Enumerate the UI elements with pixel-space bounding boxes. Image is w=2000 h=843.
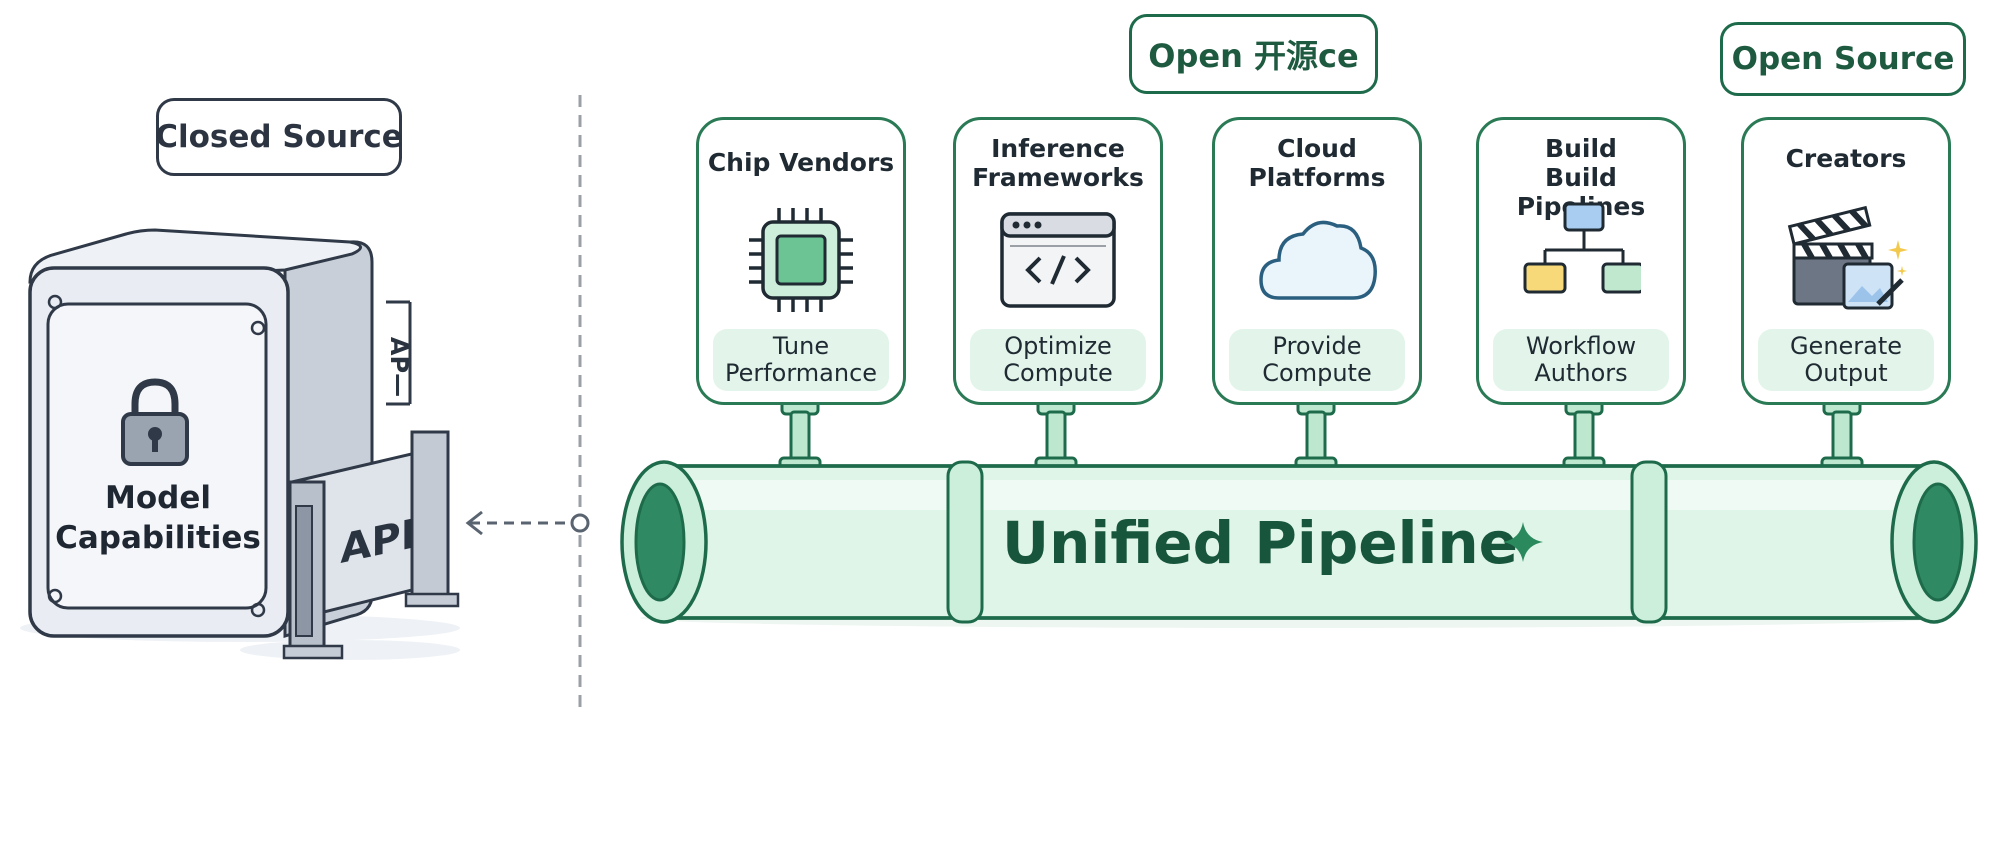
card-role: Optimize Compute	[970, 329, 1146, 391]
card-inference-frameworks: Inference Frameworks Optimize Compute	[953, 117, 1163, 405]
pipeline-label: Unified Pipeline	[1002, 509, 1518, 577]
card-role: Tune Performance	[713, 329, 889, 391]
sparkle-icon	[1503, 522, 1543, 562]
open-source-label-garbled: Open 开源ce	[1129, 14, 1378, 94]
card-title: Inference Frameworks	[972, 134, 1144, 192]
clapperboard-icon	[1787, 205, 1908, 310]
card-title: Creators	[1785, 144, 1907, 173]
cloud-icon	[1259, 220, 1377, 300]
model-capabilities-label: Model Capabilities	[55, 480, 261, 556]
open-source-label: Open Source	[1720, 22, 1966, 96]
lock-icon	[121, 378, 189, 466]
card-title: Cloud Platforms	[1248, 134, 1386, 192]
card-build-pipelines: Build Build Pipelines Workflow Authors	[1476, 117, 1686, 405]
card-title: Chip Vendors	[707, 148, 895, 177]
chip-icon	[749, 208, 853, 312]
card-role: Generate Output	[1758, 329, 1934, 391]
closed-source-label: Closed Source	[155, 98, 403, 176]
workflow-tree-icon	[1523, 202, 1641, 294]
card-chip-vendors: Chip Vendors Tune Performance	[696, 117, 906, 405]
code-window-icon	[1000, 212, 1116, 308]
card-creators: Creators Generate Output	[1741, 117, 1951, 405]
card-cloud-platforms: Cloud Platforms Provide Compute	[1212, 117, 1422, 405]
card-role: Workflow Authors	[1493, 329, 1669, 391]
card-role: Provide Compute	[1229, 329, 1405, 391]
